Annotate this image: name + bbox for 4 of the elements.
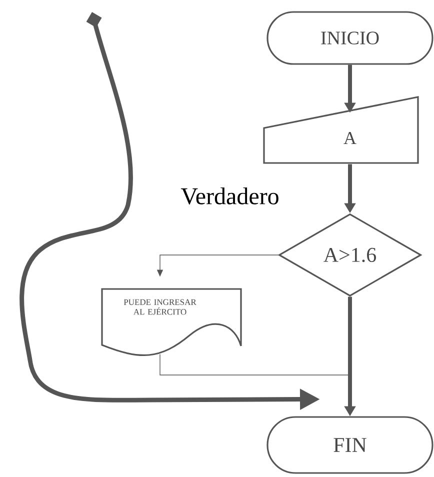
branch-label: Verdadero	[180, 188, 278, 204]
document-shape: PUEDE INGRESAR AL EJÉRCITO	[101, 288, 242, 356]
terminal-box: INICIO	[266, 11, 434, 65]
terminal-box: FIN	[266, 416, 434, 474]
